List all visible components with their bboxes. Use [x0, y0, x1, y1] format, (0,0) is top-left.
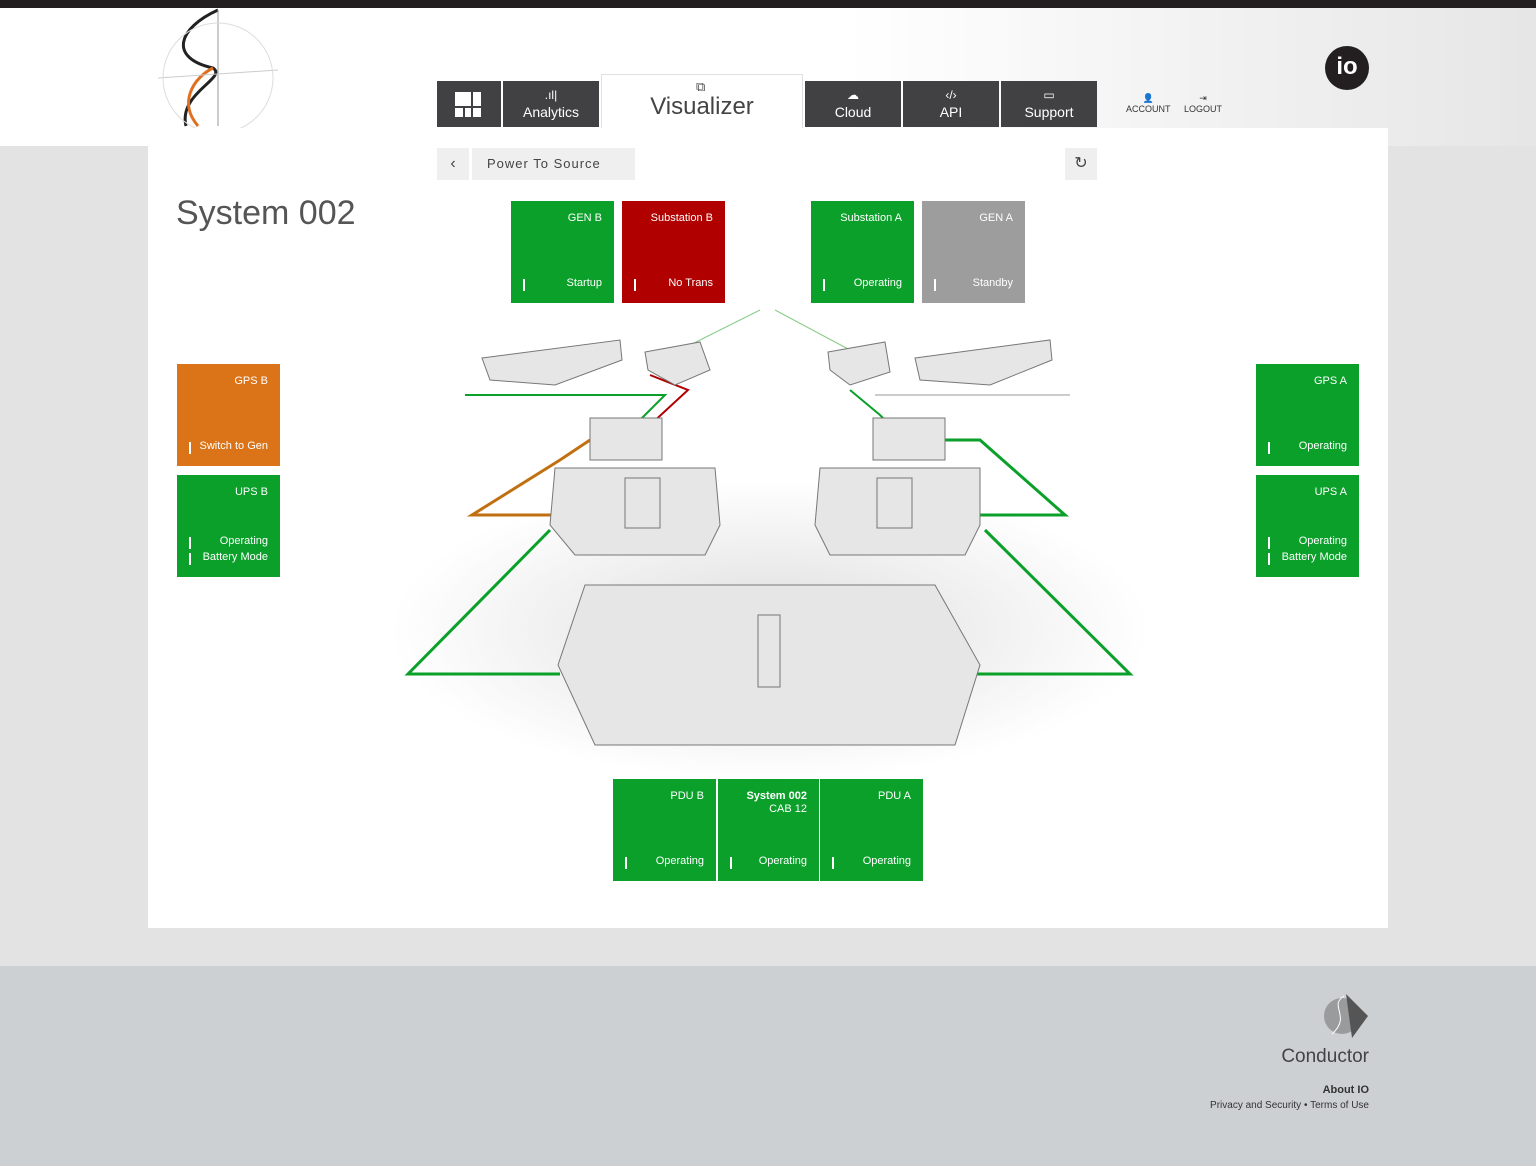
- tile-title: PDU B: [670, 790, 704, 802]
- refresh-button[interactable]: ↻: [1065, 148, 1097, 180]
- tab-analytics[interactable]: .ıl| Analytics: [503, 81, 599, 127]
- status-line: Battery Mode: [202, 551, 268, 563]
- title-line: System 002: [746, 790, 807, 802]
- account-label: ACCOUNT: [1126, 104, 1171, 114]
- tile-title: GEN A: [979, 212, 1013, 224]
- tile-title: Substation B: [650, 212, 713, 224]
- tab-label: Visualizer: [650, 93, 754, 120]
- tile-title: GPS A: [1313, 375, 1347, 387]
- status-indicator: [189, 553, 191, 565]
- tile-status: Operating: [1298, 440, 1347, 452]
- io-badge[interactable]: io: [1325, 46, 1369, 90]
- tab-cloud[interactable]: ☁ Cloud: [805, 81, 901, 127]
- bar-chart-icon: .ıl|: [544, 88, 558, 102]
- footer-links: Privacy and Security • Terms of Use: [1210, 1100, 1369, 1111]
- logout-link[interactable]: ⇥LOGOUT: [1184, 93, 1222, 114]
- code-icon: ‹/›: [945, 88, 957, 102]
- tile-title: GEN B: [567, 212, 602, 224]
- tile-title: Substation A: [840, 212, 902, 224]
- status-indicator: [730, 857, 732, 869]
- terms-link[interactable]: Terms of Use: [1310, 1100, 1369, 1111]
- status-indicator: [832, 857, 834, 869]
- status-indicator: [625, 857, 627, 869]
- conductor-logo-icon: [1324, 994, 1368, 1038]
- status-indicator: [1268, 553, 1270, 565]
- refresh-icon: ↻: [1074, 155, 1088, 172]
- separator: •: [1303, 1100, 1308, 1111]
- status-indicator: [189, 442, 191, 454]
- tile-title: GPS B: [234, 375, 268, 387]
- windows-icon: ⧉: [696, 79, 706, 94]
- tab-visualizer[interactable]: ⧉Visualizer: [601, 74, 803, 128]
- title-line: CAB 12: [769, 803, 807, 815]
- tab-api[interactable]: ‹/› API: [903, 81, 999, 127]
- privacy-link[interactable]: Privacy and Security: [1210, 1100, 1302, 1111]
- footer-brand: Conductor: [1281, 1046, 1369, 1067]
- footer: [0, 966, 1536, 1166]
- tile-title: UPS B: [234, 486, 268, 498]
- user-icon: 👤: [1142, 93, 1154, 103]
- tile-status: Switch to Gen: [199, 440, 268, 452]
- dashboard-icon: [455, 92, 481, 117]
- breadcrumb: Power To Source: [472, 148, 635, 180]
- tab-label: Cloud: [834, 104, 872, 120]
- status-indicator: [189, 537, 191, 549]
- tab-support[interactable]: ▭ Support: [1001, 81, 1097, 127]
- tile-status: No Trans: [668, 277, 713, 289]
- top-bar: [0, 0, 1536, 8]
- account-link[interactable]: 👤ACCOUNT: [1126, 93, 1171, 114]
- status-line: Operating: [1298, 535, 1347, 547]
- dashboard-tab[interactable]: [437, 81, 501, 127]
- power-diagram: [390, 309, 1150, 780]
- gen-a-tile[interactable]: GEN A Standby: [922, 201, 1025, 303]
- back-button[interactable]: ‹: [437, 148, 469, 180]
- speech-bubble-icon: ▭: [1043, 88, 1055, 102]
- gps-b-tile[interactable]: GPS B Switch to Gen: [177, 364, 280, 466]
- status-indicator: [934, 279, 936, 291]
- status-line: Battery Mode: [1281, 551, 1347, 563]
- status-indicator: [523, 279, 525, 291]
- logout-icon: ⇥: [1199, 93, 1207, 103]
- status-indicator: [1268, 442, 1270, 454]
- status-line: Operating: [219, 535, 268, 547]
- tab-label: API: [939, 104, 963, 120]
- chevron-left-icon: ‹: [450, 155, 456, 172]
- tile-status: Operating: [758, 855, 807, 867]
- substation-b-tile[interactable]: Substation B No Trans: [622, 201, 725, 303]
- pdu-b-tile[interactable]: PDU B Operating: [613, 779, 716, 881]
- gen-b-tile[interactable]: GEN B Startup: [511, 201, 614, 303]
- logo-icon[interactable]: [158, 8, 283, 128]
- status-indicator: [823, 279, 825, 291]
- tile-title: UPS A: [1314, 486, 1347, 498]
- gps-a-tile[interactable]: GPS A Operating: [1256, 364, 1359, 466]
- pdu-a-tile[interactable]: PDU A Operating: [820, 779, 923, 881]
- cloud-icon: ☁: [847, 88, 859, 102]
- tile-status: Operating: [655, 855, 704, 867]
- page-title: System 002: [176, 194, 356, 232]
- tile-status: Operating: [862, 855, 911, 867]
- tile-status: Startup: [566, 277, 602, 289]
- tab-label: Analytics: [522, 104, 580, 120]
- tile-title: PDU A: [877, 790, 911, 802]
- status-indicator: [634, 279, 636, 291]
- tile-status: Standby: [972, 277, 1013, 289]
- logout-label: LOGOUT: [1184, 104, 1223, 114]
- status-indicator: [1268, 537, 1270, 549]
- tile-status: Operating: [853, 277, 902, 289]
- tab-label: Support: [1024, 104, 1074, 120]
- substation-a-tile[interactable]: Substation A Operating: [811, 201, 914, 303]
- about-link[interactable]: About IO: [1322, 1084, 1369, 1096]
